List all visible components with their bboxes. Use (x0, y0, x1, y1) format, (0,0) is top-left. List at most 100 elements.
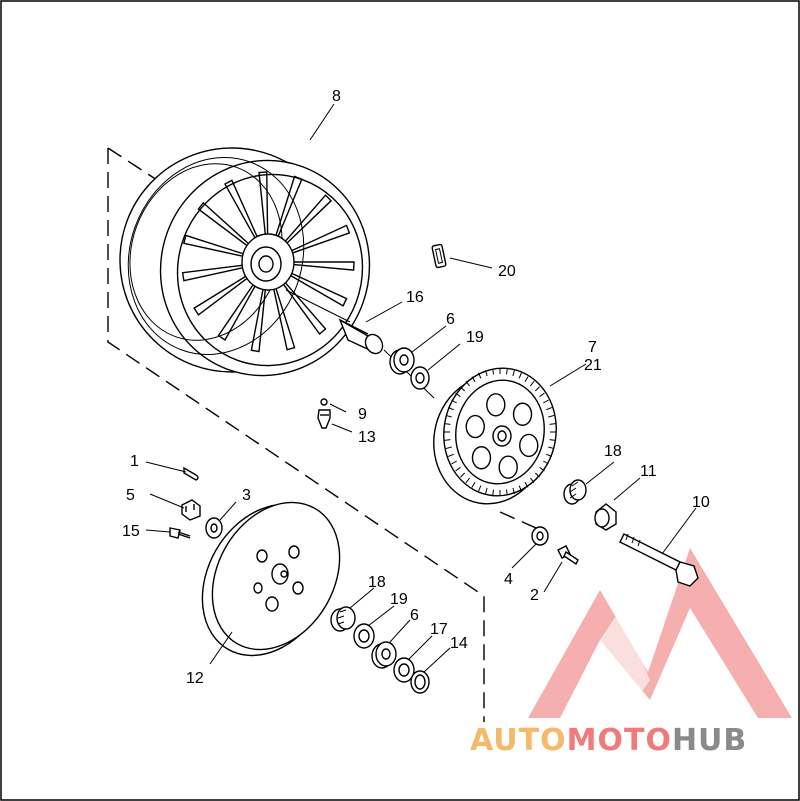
wheel-spoke (181, 264, 243, 282)
sprocket-tooth (492, 489, 494, 496)
disc-hole (256, 549, 268, 563)
callout-7: 7 (588, 339, 597, 356)
sprocket-tooth (448, 453, 454, 457)
disc-hole (265, 596, 279, 612)
bushing-right (563, 479, 587, 505)
callout-9: 9 (358, 406, 367, 423)
callout-10: 10 (692, 494, 710, 511)
sprocket-tooth (512, 370, 515, 377)
spacer-upper (410, 366, 430, 390)
watermark-logo-mark (528, 548, 792, 718)
callout-11: 11 (640, 463, 657, 480)
sprocket-tooth (485, 370, 488, 377)
callout-18-right: 18 (604, 443, 622, 460)
washer-3 (205, 517, 223, 539)
bushing-lower (330, 606, 356, 632)
disc-hole (288, 545, 300, 559)
sprocket-tooth (460, 386, 465, 392)
sprocket-tooth (492, 368, 494, 375)
callout-18-lower: 18 (368, 574, 386, 591)
sprocket-tooth (512, 487, 515, 494)
disc-hole (271, 563, 289, 585)
sprocket-tooth (518, 485, 522, 492)
sprocket-tooth (448, 407, 454, 411)
sprocket-tooth (530, 380, 535, 387)
wheel-spoke (250, 289, 266, 353)
sprocket-tooth (546, 453, 552, 457)
callout-19-upper: 19 (466, 329, 484, 346)
wheel-spoke (284, 194, 333, 244)
wheel-spoke (224, 179, 258, 239)
callout-3: 3 (242, 487, 251, 504)
callout-12: 12 (186, 670, 204, 687)
wheel-bearing-upper (389, 347, 415, 375)
wheel-spoke (293, 261, 355, 271)
sprocket-tooth (546, 407, 552, 411)
rear-axle (619, 533, 699, 587)
valve-stem (317, 398, 331, 429)
screw-15 (169, 527, 191, 539)
sprocket-hole (519, 433, 539, 458)
watermark-part-hub: HUB (672, 723, 747, 758)
sprocket-tooth (478, 372, 482, 379)
sprocket-tooth (548, 414, 555, 418)
sprocket-tooth (549, 423, 556, 425)
sprocket-hole (512, 402, 533, 426)
sprocket-tooth (524, 481, 529, 488)
callout-8: 8 (332, 88, 341, 105)
callout-5: 5 (126, 487, 135, 504)
axle-spacer (594, 503, 617, 531)
sprocket-tooth (445, 414, 452, 418)
wheel-spoke (197, 201, 249, 247)
callout-1: 1 (130, 453, 139, 470)
wheel-spoke (273, 288, 296, 351)
sprocket-tooth (506, 489, 508, 496)
sprocket-tooth (445, 446, 452, 450)
wheel-bearing-lower (371, 641, 397, 669)
sprocket-tooth (460, 472, 465, 478)
disc-hole (280, 570, 288, 578)
callout-21: 21 (584, 357, 602, 374)
sprocket-hole (486, 393, 506, 417)
cast-wheel (119, 147, 371, 377)
sprocket-hole (471, 446, 492, 470)
callout-4: 4 (504, 571, 513, 588)
callout-13: 13 (358, 429, 376, 446)
callout-6-upper: 6 (446, 311, 455, 328)
sprocket-tooth (455, 466, 461, 472)
bolt-2 (557, 545, 579, 566)
rear-sprocket (433, 367, 557, 505)
washer-4 (531, 526, 549, 546)
watermark-part-moto: MOTO (567, 723, 672, 758)
cotter-pin (183, 466, 199, 481)
sprocket-tooth (478, 485, 482, 492)
sprocket-tooth (444, 423, 451, 425)
spacer-lower (353, 623, 375, 649)
wheel-spoke (193, 275, 248, 316)
sprocket-tooth (549, 439, 556, 441)
sprocket-tooth (451, 460, 457, 465)
sprocket-tooth (506, 368, 508, 375)
callout-labels: 8 20 16 6 19 7 21 9 13 1 18 11 5 3 10 15… (122, 88, 710, 687)
callout-16: 16 (406, 289, 424, 306)
sprocket-tooth (518, 372, 522, 379)
watermark-part-auto: AUTO (470, 723, 567, 758)
disc-hole (292, 581, 304, 595)
disc-hole (253, 582, 263, 594)
sprocket-tooth (524, 376, 529, 383)
sprocket-tooth (465, 477, 470, 484)
wheel-spoke (258, 171, 269, 235)
callout-14: 14 (450, 635, 468, 652)
sprocket-tooth (471, 376, 476, 383)
sprocket-tooth (465, 380, 470, 387)
leader-lines (145, 103, 697, 673)
wheel-spoke (291, 224, 351, 254)
sprocket-tooth (455, 392, 461, 398)
sprocket-tooth (485, 487, 488, 494)
callout-19-lower: 19 (390, 591, 408, 608)
wheel-spoke (283, 282, 327, 336)
sprocket-tooth (535, 386, 540, 392)
wheel-spoke (290, 272, 348, 307)
